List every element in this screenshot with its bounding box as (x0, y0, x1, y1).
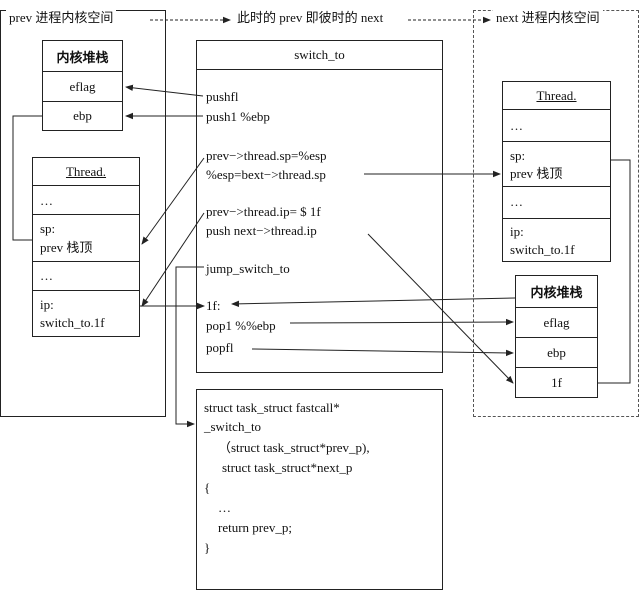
right-thread-ip-value: switch_to.1f (510, 242, 575, 257)
arrow-right-ip-loop (598, 159, 631, 384)
right-kernel-stack-row-1f: 1f (515, 367, 598, 398)
func-line-3: （struct task_struct*prev_p), (218, 440, 370, 455)
left-thread-row-dots-1: … (32, 185, 140, 215)
left-thread-row-ip: ip: switch_to.1f (32, 290, 140, 337)
right-thread-row-dots-1: … (502, 109, 611, 142)
arrow-thread-sp-to-left-sp (141, 157, 205, 245)
header-middle-label: 此时的 prev 即彼时的 next (233, 10, 388, 25)
left-thread-dots-2-text: … (40, 268, 53, 283)
left-thread-title: Thread. (32, 157, 140, 186)
func-line-8: } (204, 540, 211, 555)
switch-to-title: switch_to (196, 40, 443, 70)
right-thread-row-ip: ip: switch_to.1f (502, 218, 611, 262)
switch-to-function-box (196, 389, 443, 590)
switch-to-line-7: jump_switch_to (206, 261, 290, 276)
right-thread-sp-label: sp: (510, 148, 526, 163)
left-thread-dots-1-text: … (40, 193, 53, 208)
switch-to-line-3: prev−>thread.sp=%esp (206, 148, 327, 163)
func-line-7: return prev_p; (218, 520, 293, 535)
right-thread-sp-value: prev 栈顶 (510, 166, 563, 181)
func-line-1: struct task_struct fastcall* (204, 400, 340, 415)
arrow-popebp-to-right-eflag (289, 318, 514, 326)
func-line-2: _switch_to (204, 419, 262, 434)
func-line-4: struct task_struct*next_p (222, 460, 353, 475)
switch-to-line-10: popfl (206, 340, 234, 355)
left-thread-ip-label: ip: (40, 297, 54, 312)
right-thread-ip-label: ip: (510, 224, 524, 239)
switch-to-line-8: 1f: (206, 298, 221, 313)
switch-to-line-4: %esp=bext−>thread.sp (206, 167, 326, 182)
arrow-pushfl-to-eflag (125, 84, 204, 97)
arrow-thread-ip-to-left-ip (141, 212, 205, 307)
left-thread-row-dots-2: … (32, 261, 140, 291)
left-kernel-stack-row-eflag: eflag (42, 71, 123, 102)
left-thread-sp-value: prev 栈顶 (40, 240, 93, 255)
left-kernel-stack-row-ebp: ebp (42, 101, 123, 131)
next-kernel-space-label: next 进程内核空间 (493, 10, 603, 25)
right-thread-dots-1-text: … (510, 118, 523, 133)
func-line-6: … (218, 500, 231, 515)
arrow-jump-to-function (175, 266, 204, 428)
right-kernel-stack-row-ebp: ebp (515, 337, 598, 368)
arrow-push-ip-to-right-1f (367, 233, 514, 384)
switch-to-line-2: push1 %ebp (206, 109, 270, 124)
left-thread-row-sp: sp: prev 栈顶 (32, 214, 140, 262)
arrow-ebp-loop-to-thread (12, 115, 42, 241)
prev-kernel-space-label: prev 进程内核空间 (6, 10, 117, 25)
left-thread-sp-label: sp: (40, 221, 56, 236)
func-line-5: { (204, 480, 211, 495)
left-thread-ip-value: switch_to.1f (40, 315, 105, 330)
arrow-popfl-to-right-ebp (251, 348, 514, 357)
right-thread-title: Thread. (502, 81, 611, 110)
switch-to-line-9: pop1 %%ebp (206, 318, 276, 333)
arrow-right-to-1f-label (231, 297, 516, 308)
switch-to-line-6: push next−>thread.ip (206, 223, 317, 238)
right-thread-dots-2-text: … (510, 194, 523, 209)
right-thread-row-sp: sp: prev 栈顶 (502, 141, 611, 187)
switch-to-line-1: pushfl (206, 89, 239, 104)
switch-to-line-5: prev−>thread.ip= $ 1f (206, 204, 321, 219)
